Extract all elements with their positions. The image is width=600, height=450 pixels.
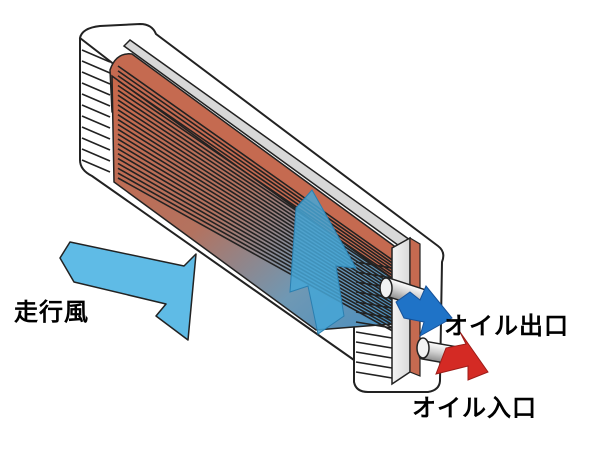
fin-line [117,65,399,265]
fin-line [117,94,399,283]
fin-line [117,148,399,317]
fin-line [117,167,399,329]
fin-line [117,152,399,320]
housing-fin-line [81,82,111,96]
housing-fin-line [81,93,111,107]
fin-line [117,104,399,290]
oil-outlet-arrow [395,285,453,338]
housing-fin-line [81,137,111,151]
housing-fin-line [355,361,393,369]
fin-line [117,70,399,268]
housing-fin-line [355,351,393,359]
oil-inlet-label: オイル入口 [412,394,537,422]
housing-fin-line [81,148,111,162]
fin-line [117,138,399,311]
housing-fin-line [81,49,111,63]
housing-fin-line [81,115,111,129]
housing-fin-line [355,271,393,279]
fin-line [117,89,399,280]
fin-line [117,128,399,305]
fin-line [117,177,399,335]
housing-fin-line [355,261,393,269]
fin-line [117,123,399,302]
airflow-label: 走行風 [14,298,89,326]
cooling-fins [117,65,399,335]
housing-fin-line [355,371,393,379]
fin-line [117,133,399,308]
fin-line [117,75,399,271]
fin-line [117,143,399,314]
housing-fin-line [81,104,111,118]
housing-fin-line [355,321,393,329]
airflow-arrow [59,241,197,341]
fin-line [117,162,399,326]
housing-fin-line [355,341,393,349]
housing-fin-line [355,301,393,309]
oil-inlet-arrow [435,331,489,381]
housing-fin-line [81,159,111,173]
fin-line [117,157,399,323]
fin-line [117,99,399,286]
housing-fin-line [81,60,111,74]
oil-outlet-label: オイル出口 [444,312,569,340]
core-airflow-arrow [289,189,357,335]
housing-fin-line [355,331,393,339]
fin-line [117,84,399,277]
housing-fin-line [81,71,111,85]
housing-fin-line [355,311,393,319]
housing-fin-line [81,126,111,140]
fin-line [117,79,399,274]
fin-line [117,172,399,332]
